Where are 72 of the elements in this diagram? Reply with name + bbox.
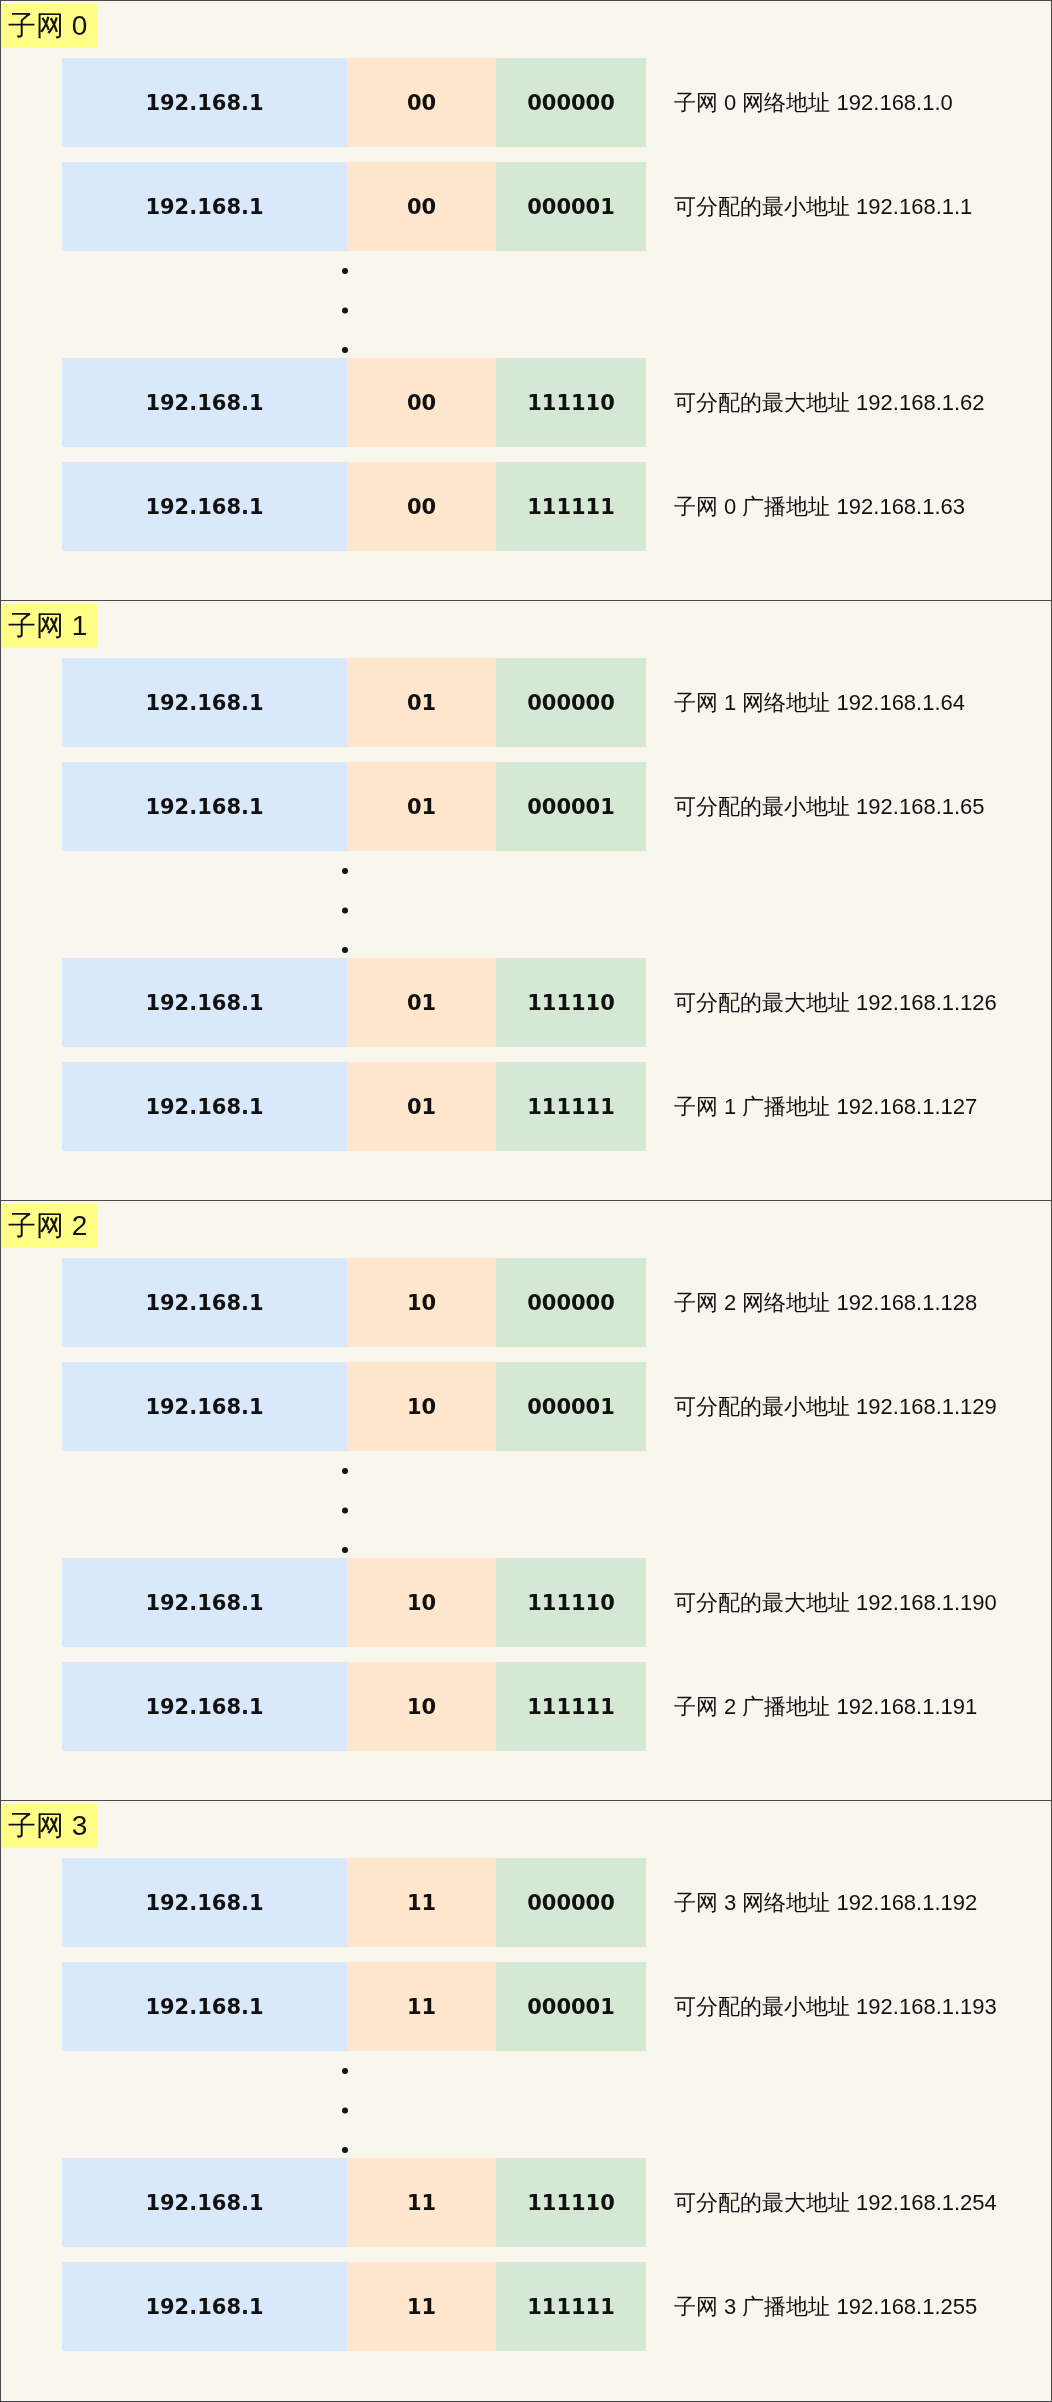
prefix-block: 192.168.1: [62, 1662, 347, 1751]
host-bits-block: 111110: [496, 958, 646, 1047]
subnet-bits-block: 11: [347, 1962, 496, 2051]
address-description: 子网 1 广播地址 192.168.1.127: [674, 1093, 978, 1120]
host-bits-block: 111111: [496, 1062, 646, 1151]
host-bits-block: 000000: [496, 1258, 646, 1347]
address-description: 可分配的最小地址 192.168.1.65: [674, 793, 985, 820]
host-bits-block: 000001: [496, 1962, 646, 2051]
address-description: 可分配的最大地址 192.168.1.126: [674, 989, 997, 1016]
subnet-bits-block: 01: [347, 762, 496, 851]
subnet-bits-block: 10: [347, 1258, 496, 1347]
prefix-block: 192.168.1: [62, 358, 347, 447]
address-description: 子网 0 广播地址 192.168.1.63: [674, 493, 966, 520]
prefix-block: 192.168.1: [62, 1258, 347, 1347]
address-description: 子网 3 广播地址 192.168.1.255: [674, 2293, 978, 2320]
address-description: 子网 1 网络地址 192.168.1.64: [674, 689, 966, 716]
host-bits-block: 000001: [496, 1362, 646, 1451]
subnet-bits-block: 00: [347, 162, 496, 251]
host-bits-block: 111111: [496, 2262, 646, 2351]
subnet-bits-block: 11: [347, 2262, 496, 2351]
prefix-block: 192.168.1: [62, 2158, 347, 2247]
prefix-block: 192.168.1: [62, 462, 347, 551]
section-heading: 子网 3: [1, 1804, 98, 1848]
host-bits-block: 111111: [496, 462, 646, 551]
prefix-block: 192.168.1: [62, 658, 347, 747]
host-bits-block: 111111: [496, 1662, 646, 1751]
prefix-block: 192.168.1: [62, 58, 347, 147]
subnet-panel: [0, 0, 1052, 601]
address-description: 子网 2 广播地址 192.168.1.191: [674, 1693, 978, 1720]
subnet-bits-block: 00: [347, 358, 496, 447]
subnet-panel: [0, 1800, 1052, 2402]
address-description: 可分配的最大地址 192.168.1.190: [674, 1589, 997, 1616]
address-description: 可分配的最小地址 192.168.1.1: [674, 193, 973, 220]
subnet-bits-block: 01: [347, 958, 496, 1047]
host-bits-block: 000000: [496, 1858, 646, 1947]
host-bits-block: 000001: [496, 162, 646, 251]
prefix-block: 192.168.1: [62, 1858, 347, 1947]
prefix-block: 192.168.1: [62, 1062, 347, 1151]
subnet-bits-block: 10: [347, 1362, 496, 1451]
address-description: 可分配的最大地址 192.168.1.62: [674, 389, 985, 416]
address-description: 子网 2 网络地址 192.168.1.128: [674, 1289, 978, 1316]
subnet-bits-block: 00: [347, 58, 496, 147]
prefix-block: 192.168.1: [62, 1362, 347, 1451]
section-heading: 子网 0: [1, 4, 98, 48]
address-description: 子网 0 网络地址 192.168.1.0: [674, 89, 953, 116]
section-heading: 子网 1: [1, 604, 98, 648]
host-bits-block: 111110: [496, 2158, 646, 2247]
prefix-block: 192.168.1: [62, 2262, 347, 2351]
subnet-bits-block: 10: [347, 1558, 496, 1647]
subnet-panel: [0, 1200, 1052, 1801]
subnet-bits-block: 11: [347, 2158, 496, 2247]
subnet-bits-block: 10: [347, 1662, 496, 1751]
host-bits-block: 111110: [496, 358, 646, 447]
host-bits-block: 111110: [496, 1558, 646, 1647]
prefix-block: 192.168.1: [62, 958, 347, 1047]
address-description: 可分配的最大地址 192.168.1.254: [674, 2189, 997, 2216]
subnet-bits-block: 11: [347, 1858, 496, 1947]
host-bits-block: 000000: [496, 658, 646, 747]
prefix-block: 192.168.1: [62, 162, 347, 251]
address-description: 可分配的最小地址 192.168.1.193: [674, 1993, 997, 2020]
address-description: 可分配的最小地址 192.168.1.129: [674, 1393, 997, 1420]
prefix-block: 192.168.1: [62, 1962, 347, 2051]
subnet-bits-block: 01: [347, 658, 496, 747]
address-description: 子网 3 网络地址 192.168.1.192: [674, 1889, 978, 1916]
subnet-panel: [0, 600, 1052, 1201]
prefix-block: 192.168.1: [62, 762, 347, 851]
host-bits-block: 000000: [496, 58, 646, 147]
subnet-bits-block: 00: [347, 462, 496, 551]
subnet-bits-block: 01: [347, 1062, 496, 1151]
host-bits-block: 000001: [496, 762, 646, 851]
section-heading: 子网 2: [1, 1204, 98, 1248]
prefix-block: 192.168.1: [62, 1558, 347, 1647]
